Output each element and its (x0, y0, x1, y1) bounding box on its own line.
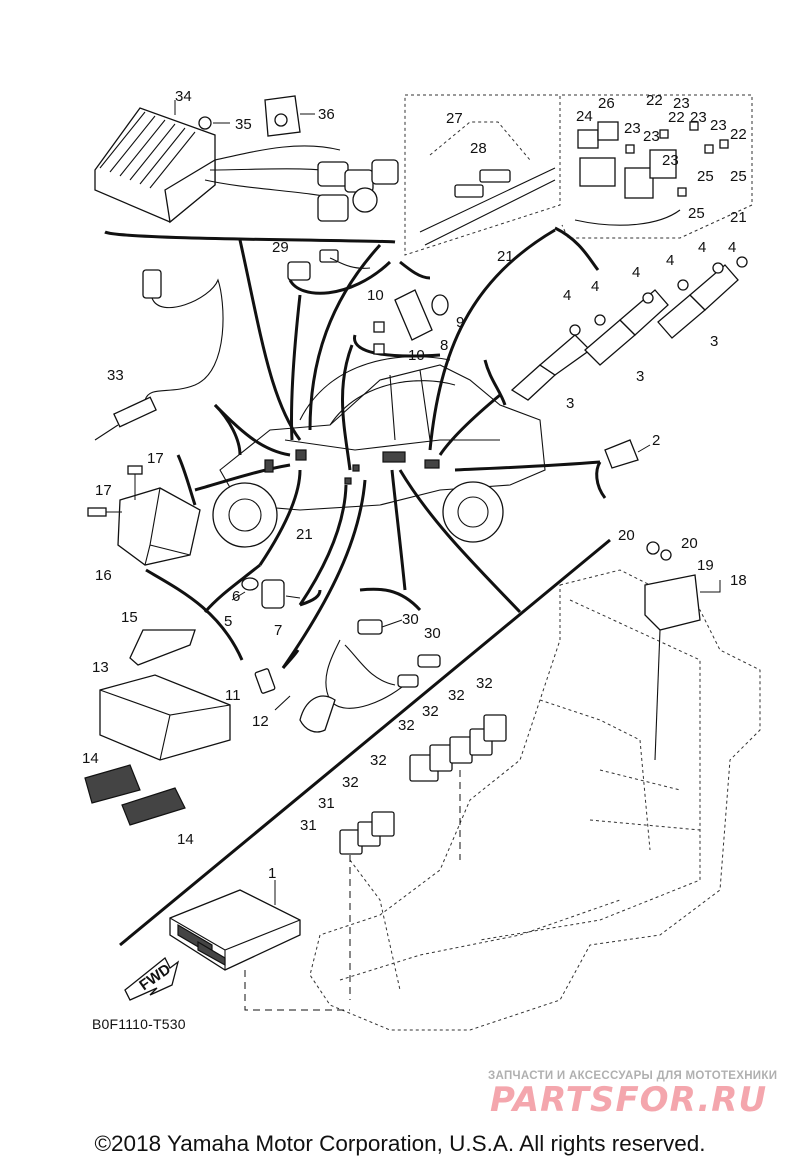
relays-31-32 (339, 714, 507, 1000)
callout-32: 32 (422, 703, 439, 720)
watermark-logo: PARTSFOR.RU (490, 1080, 768, 1120)
callout-4: 4 (666, 252, 674, 269)
callout-18: 18 (730, 572, 747, 589)
callout-32: 32 (476, 675, 493, 692)
callout-7: 7 (274, 622, 282, 639)
callout-21: 21 (296, 526, 313, 543)
callout-23: 23 (673, 95, 690, 112)
callout-24: 24 (576, 108, 593, 125)
diagram-code: B0F1110-T530 (92, 1016, 186, 1032)
callout-13: 13 (92, 659, 109, 676)
ecu-cover-16 (87, 465, 201, 566)
callout-35: 35 (235, 116, 252, 133)
callout-32: 32 (448, 687, 465, 704)
injector-group (510, 256, 748, 401)
starter-relay-18 (644, 541, 721, 761)
callout-23: 23 (662, 152, 679, 169)
callout-3: 3 (636, 368, 644, 385)
callout-10: 10 (367, 287, 384, 304)
callout-21: 21 (497, 248, 514, 265)
callout-22: 22 (646, 92, 663, 109)
callout-17: 17 (95, 482, 112, 499)
callout-10: 10 (408, 347, 425, 364)
callout-numbers: 1 2 3 3 3 4 4 4 4 4 4 5 6 7 8 9 10 10 11… (82, 88, 747, 882)
callout-9: 9 (456, 314, 464, 331)
vehicle-outline (212, 356, 546, 548)
callout-28: 28 (470, 140, 487, 157)
callout-32: 32 (342, 774, 359, 791)
callout-14: 14 (177, 831, 194, 848)
callout-2: 2 (652, 432, 660, 449)
callout-23: 23 (690, 109, 707, 126)
callout-23: 23 (643, 128, 660, 145)
callout-22: 22 (668, 109, 685, 126)
frame-chassis (309, 569, 761, 1031)
copyright-notice: ©2018 Yamaha Motor Corporation, U.S.A. A… (94, 1131, 706, 1156)
callout-3: 3 (566, 395, 574, 412)
callout-26: 26 (598, 95, 615, 112)
callout-25: 25 (730, 168, 747, 185)
exploded-parts-diagram: FWD 1 2 3 3 3 4 4 4 4 4 4 5 6 7 8 9 10 1… (82, 88, 761, 1031)
callout-1: 1 (268, 865, 276, 882)
watermark-tagline: ЗАПЧАСТИ И АКСЕССУАРЫ ДЛЯ МОТОТЕХНИКИ (488, 1070, 778, 1082)
callout-23: 23 (710, 117, 727, 134)
callout-14: 14 (82, 750, 99, 767)
callout-4: 4 (728, 239, 736, 256)
sensor-5-6-7 (231, 577, 301, 609)
callout-8: 8 (440, 337, 448, 354)
callout-23: 23 (624, 120, 641, 137)
callout-25: 25 (697, 168, 714, 185)
battery-pad-group (84, 629, 231, 826)
callout-22: 22 (730, 126, 747, 143)
callout-20: 20 (618, 527, 635, 544)
callout-5: 5 (224, 613, 232, 630)
callout-11: 11 (225, 687, 241, 704)
ecu-assembly (94, 95, 399, 224)
relay-group-24-28 (419, 121, 729, 246)
callout-4: 4 (591, 278, 599, 295)
callout-32: 32 (398, 717, 415, 734)
connector-29 (287, 249, 371, 281)
callout-30: 30 (424, 625, 441, 642)
callout-16: 16 (95, 567, 112, 584)
sub-harness-30 (299, 619, 441, 733)
fwd-arrow: FWD (124, 956, 180, 1001)
callout-30: 30 (402, 611, 419, 628)
sensor-8-9-10 (373, 289, 449, 355)
callout-25: 25 (688, 205, 705, 222)
callout-32: 32 (370, 752, 387, 769)
callout-12: 12 (252, 713, 269, 730)
callout-4: 4 (698, 239, 706, 256)
callout-15: 15 (121, 609, 138, 626)
callout-4: 4 (563, 287, 571, 304)
callout-33: 33 (107, 367, 124, 384)
callout-6: 6 (232, 588, 240, 605)
callout-31: 31 (318, 795, 335, 812)
sensor-2 (604, 439, 651, 469)
callout-21: 21 (730, 209, 747, 226)
group-brackets (104, 226, 611, 947)
callout-27: 27 (446, 110, 463, 127)
callout-19: 19 (697, 557, 714, 574)
callout-29: 29 (272, 239, 289, 256)
callout-17: 17 (147, 450, 164, 467)
control-unit-1 (169, 880, 350, 1011)
callout-20: 20 (681, 535, 698, 552)
callout-31: 31 (300, 817, 317, 834)
callout-4: 4 (632, 264, 640, 281)
sensor-33 (94, 269, 224, 441)
switch-11-12 (254, 668, 291, 711)
callout-36: 36 (318, 106, 335, 123)
callout-34: 34 (175, 88, 192, 105)
callout-3: 3 (710, 333, 718, 350)
